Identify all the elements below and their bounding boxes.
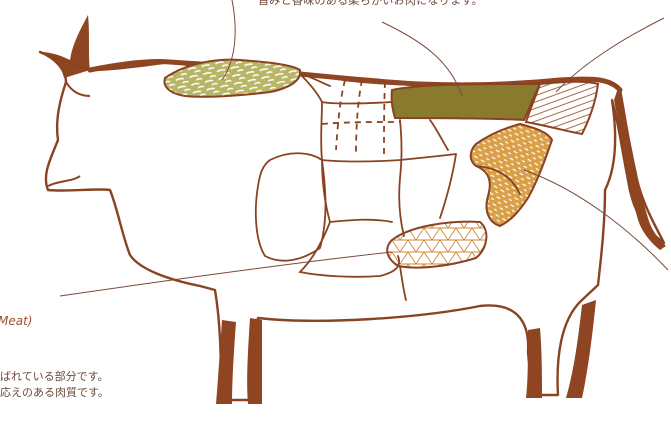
cut-loin	[392, 84, 540, 120]
front-leg-right	[247, 318, 262, 404]
hind-leg-left	[526, 328, 542, 398]
cut-label-meat: Meat)	[0, 314, 32, 328]
top-caption: 旨みと香味のある柔らかいお肉になります。	[258, 0, 483, 8]
cut-description-line2: 応えのある肉質です。	[0, 384, 109, 400]
leader-lines	[60, 0, 668, 296]
tail	[614, 88, 666, 250]
cut-round	[471, 124, 552, 226]
cut-description-line1: ばれている部分です。	[0, 368, 109, 384]
dashed-cut-lines	[322, 80, 400, 155]
